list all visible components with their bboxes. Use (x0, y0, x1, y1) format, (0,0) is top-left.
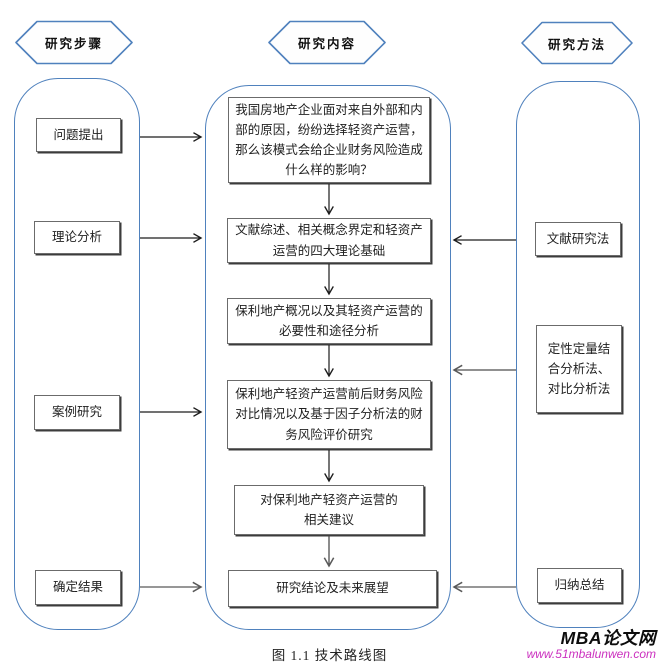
step-box-case: 案例研究 (34, 395, 120, 430)
hexagon-shape (268, 20, 386, 65)
header-research-steps: 研究步骤 (44, 37, 103, 51)
hexagon-research-steps: 研究步骤 (15, 20, 133, 65)
header-research-methods: 研究方法 (547, 37, 606, 52)
content-box-question: 我国房地产企业面对来自外部和内 部的原因，纷纷选择轻资产运营， 那么该模式会给企… (228, 97, 430, 183)
content-box-literature-theory: 文献综述、相关概念界定和轻资产 运营的四大理论基础 (227, 218, 431, 263)
hexagon-research-methods: 研究方法 (521, 21, 633, 65)
method-label: 归纳总结 (554, 578, 605, 593)
hexagon-shape (521, 21, 633, 65)
step-label: 案例研究 (51, 405, 102, 420)
step-label: 确定结果 (52, 580, 103, 595)
step-box-theory: 理论分析 (34, 221, 120, 254)
content-text: 对保利地产轻资产运营的 相关建议 (260, 492, 398, 527)
content-box-suggestions: 对保利地产轻资产运营的 相关建议 (234, 485, 424, 535)
hexagon-shape (15, 20, 133, 65)
figure-caption: 图 1.1 技术路线图 (271, 648, 388, 663)
content-text: 我国房地产企业面对来自外部和内 部的原因，纷纷选择轻资产运营， 那么该模式会给企… (235, 102, 423, 178)
step-box-problem: 问题提出 (36, 118, 121, 152)
method-box-summary: 归纳总结 (537, 568, 622, 603)
content-box-overview: 保利地产概况以及其轻资产运营的 必要性和途径分析 (227, 298, 431, 344)
content-box-conclusion: 研究结论及未来展望 (228, 570, 437, 607)
watermark-site-url: www.51mbalunwen.com (526, 647, 656, 662)
step-label: 理论分析 (51, 230, 102, 245)
hexagon-research-content: 研究内容 (268, 20, 386, 65)
method-label: 文献研究法 (546, 231, 610, 246)
content-text: 保利地产概况以及其轻资产运营的 必要性和途径分析 (235, 303, 423, 338)
content-box-risk-analysis: 保利地产轻资产运营前后财务风险 对比情况以及基于因子分析法的财 务风险评价研究 (227, 380, 431, 449)
step-label: 问题提出 (53, 127, 104, 142)
method-box-literature: 文献研究法 (535, 222, 621, 256)
step-box-result: 确定结果 (35, 570, 121, 605)
watermark: MBA论文网 www.51mbalunwen.com (526, 628, 656, 662)
content-text: 文献综述、相关概念界定和轻资产 运营的四大理论基础 (235, 223, 423, 258)
content-text: 保利地产轻资产运营前后财务风险 对比情况以及基于因子分析法的财 务风险评价研究 (235, 387, 423, 442)
header-research-content: 研究内容 (297, 37, 356, 51)
method-label: 定性定量结 合分析法、 对比分析法 (547, 341, 611, 397)
watermark-site-name: MBA论文网 (560, 628, 656, 648)
content-text: 研究结论及未来展望 (276, 581, 389, 596)
steps-column-container (14, 78, 140, 630)
method-box-qualitative-quantitative: 定性定量结 合分析法、 对比分析法 (536, 325, 622, 413)
